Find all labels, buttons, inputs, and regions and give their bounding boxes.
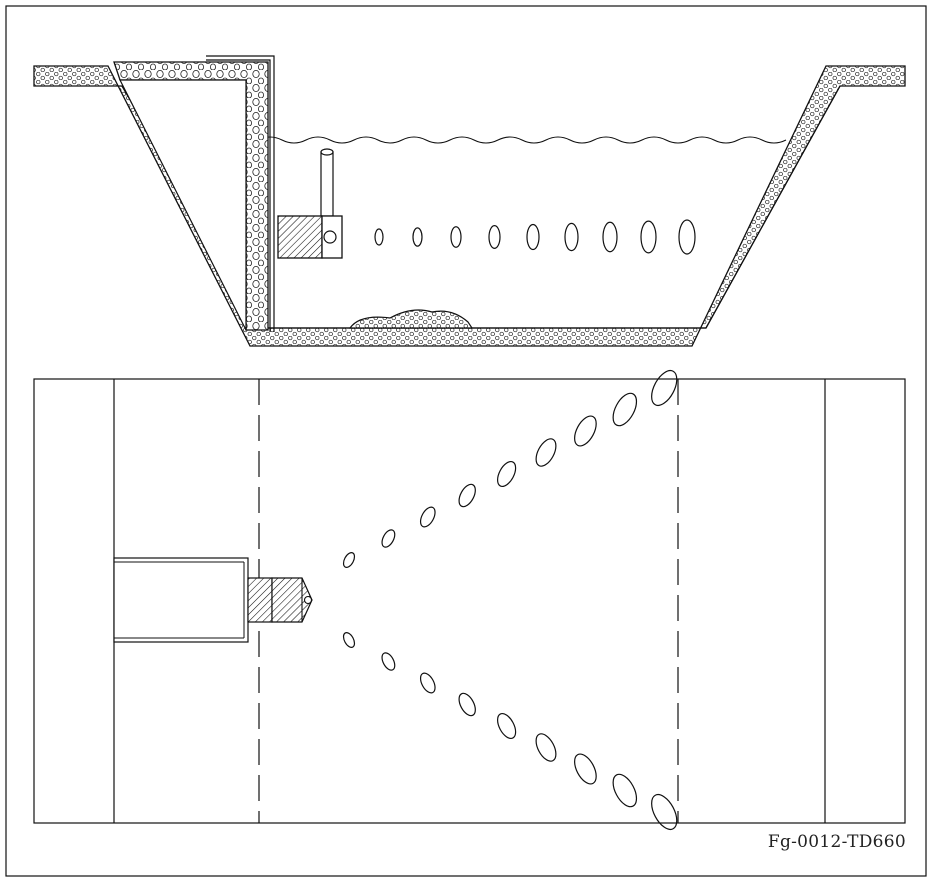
sensor-body [277,215,323,259]
bubble [640,220,657,254]
bubble [496,713,517,739]
bubble [342,552,356,568]
bubble [678,219,696,255]
bubble [574,753,597,785]
bubble [612,773,638,808]
bubble [419,672,436,694]
sensor-cable [320,151,334,217]
plan-bubbles [342,369,678,831]
bubble [535,733,557,762]
mounting-wall-bracket [119,79,247,331]
bubble [381,529,396,548]
bubble [602,221,618,253]
sensor-transducer-icon [323,230,337,244]
bubble [612,392,638,427]
plan-sensor-body [247,577,273,623]
bubble [496,461,517,487]
bubble [412,227,423,247]
bubble [651,793,678,831]
mounting-plate-inner [206,59,271,332]
figure-id-label: Fg-0012-TD660 [767,832,906,852]
bubble [374,228,384,246]
bubble [342,632,356,648]
bubble [574,415,597,447]
plan-view-frame [33,378,906,824]
bubble [381,652,396,671]
plan-view [33,369,906,831]
section-view [33,55,906,347]
bubble [488,225,501,249]
bubble [419,506,436,528]
bubble [458,483,476,508]
bubble [651,369,678,407]
outer-frame [5,5,927,877]
bubble [526,223,540,251]
bubble [535,438,557,467]
section-bubbles [374,219,696,255]
plan-sensor-transducer-icon [303,595,313,605]
bubble [458,692,476,717]
bubble [564,222,579,252]
mounting-plate [206,55,275,332]
mounting-arm [113,557,249,643]
sediment-mound [348,309,474,329]
bubble [450,226,462,248]
sensor-cable-end [320,148,334,156]
